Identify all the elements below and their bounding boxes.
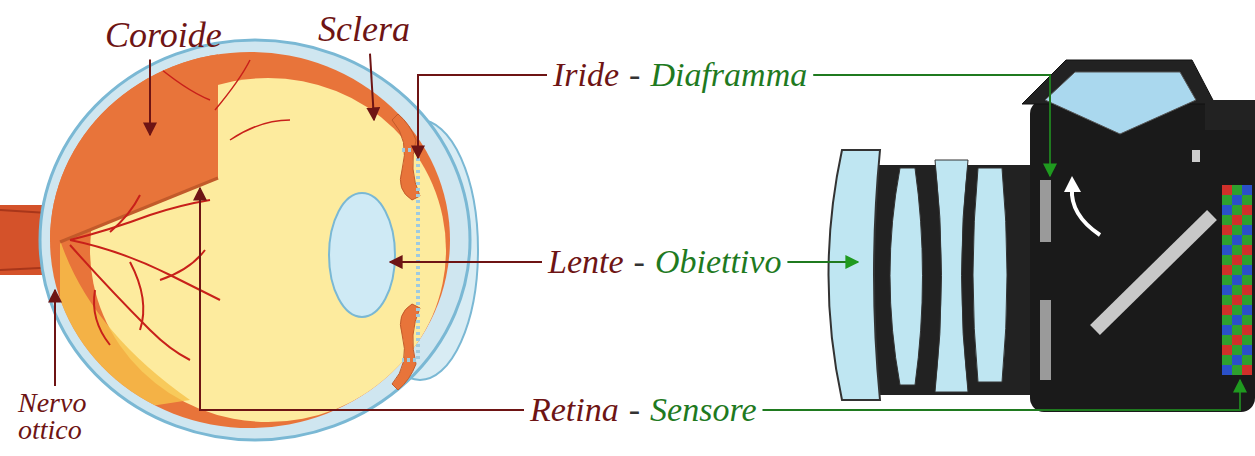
- mirror: [1095, 215, 1212, 330]
- label-pair: Lente-Obiettivo: [548, 243, 781, 280]
- part-label: Sensore: [650, 391, 756, 428]
- sensor-pixels: [1222, 185, 1252, 375]
- label-pair: Retina-Sensore: [530, 391, 756, 428]
- separator: -: [629, 56, 640, 93]
- part-label: Coroide: [105, 16, 222, 56]
- choroid-cutaway: [30, 30, 218, 242]
- part-label: Lente: [548, 243, 624, 280]
- leader-line: [762, 380, 1240, 410]
- lens-element: [829, 150, 881, 400]
- iris-bottom: [392, 304, 420, 390]
- label-pair: Iride-Diaframma: [553, 56, 807, 93]
- part-label: Sclera: [318, 10, 410, 50]
- camera-illustration: [829, 60, 1255, 412]
- leader-line: [390, 261, 542, 263]
- eye-lens: [329, 193, 395, 317]
- leader-line: [813, 75, 1050, 176]
- separator: -: [634, 243, 645, 280]
- camera-body: [1030, 100, 1255, 412]
- pentaprism: [1045, 72, 1196, 134]
- part-label: Iride: [553, 56, 619, 93]
- part-label: Retina: [530, 391, 619, 428]
- leader-line: [200, 188, 524, 410]
- part-label: Nervo ottico: [18, 390, 118, 443]
- diaphragm-blade: [1040, 300, 1051, 380]
- retina-veins: [70, 195, 220, 360]
- diaphragm-blade: [1040, 180, 1051, 242]
- leader-line: [149, 60, 151, 135]
- separator: -: [629, 391, 640, 428]
- leader-line: [54, 290, 56, 386]
- leader-line: [370, 54, 374, 120]
- part-label: Obiettivo: [655, 243, 782, 280]
- iris-top: [392, 114, 420, 200]
- part-label: Diaframma: [650, 56, 807, 93]
- leader-line: [787, 261, 858, 263]
- eye-illustration: [0, 30, 478, 440]
- leader-line: [418, 75, 547, 158]
- sclera-shape: [40, 40, 470, 440]
